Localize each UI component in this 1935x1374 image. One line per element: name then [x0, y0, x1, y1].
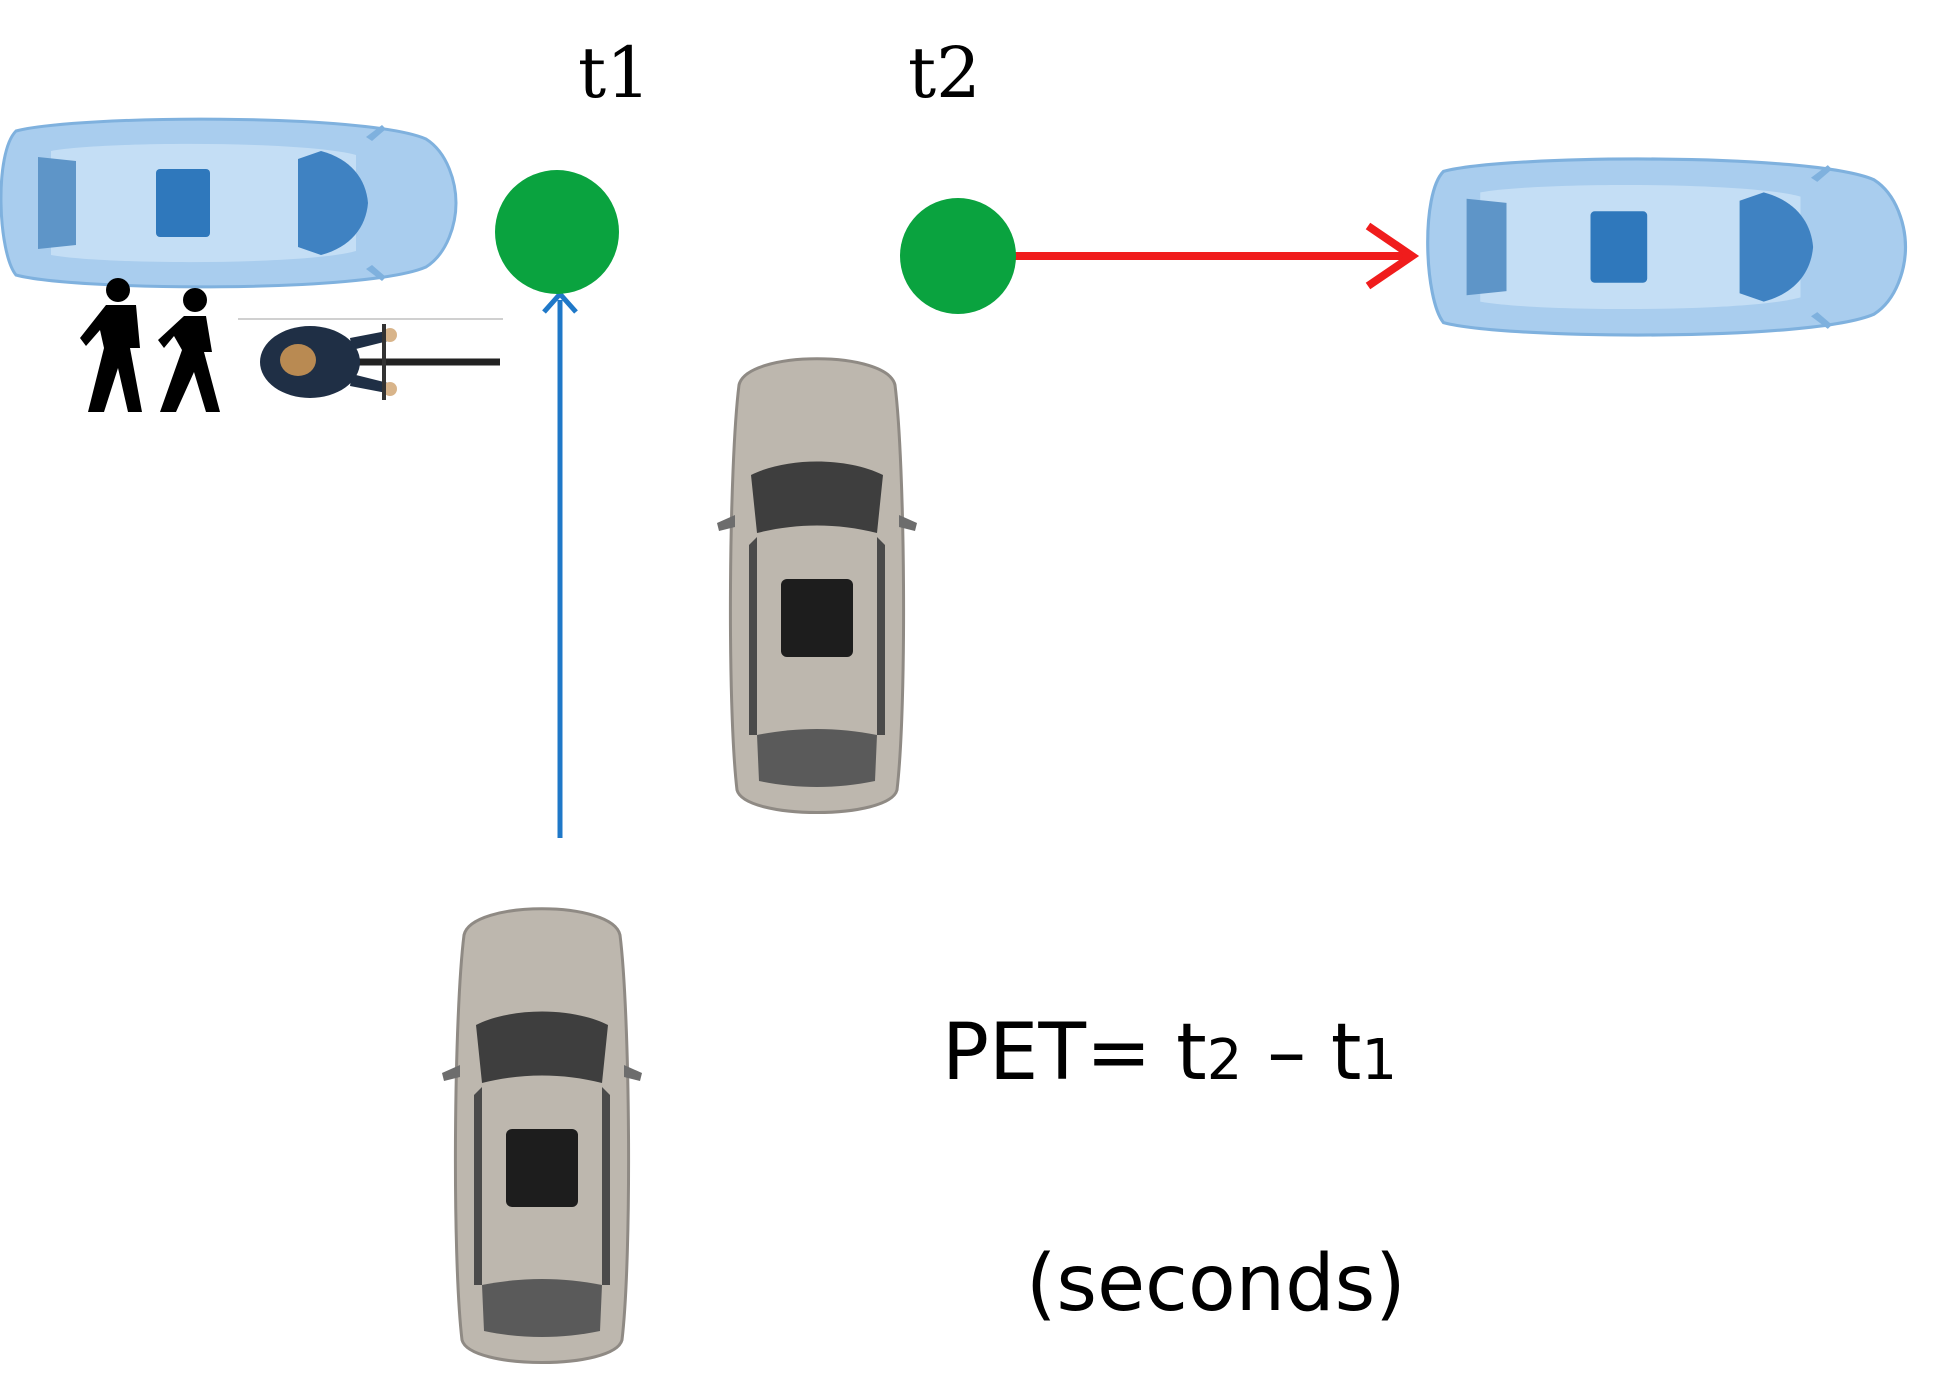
pet-formula: PET= t2 – t1 [942, 1014, 1397, 1092]
pedestrian-icon [80, 278, 220, 412]
cyclist-icon [238, 318, 503, 400]
label-t1: t1 [578, 32, 651, 114]
formula-subscript-1: 1 [1361, 1028, 1398, 1093]
label-t2: t2 [908, 32, 981, 114]
unit-label: (seconds) [1026, 1239, 1406, 1329]
conflict-point-t2 [900, 198, 1016, 314]
gray-car-icon [440, 907, 644, 1364]
second-vehicle-path-arrow [1010, 222, 1420, 290]
blue-car-icon [1426, 157, 1908, 337]
formula-subscript-2: 2 [1206, 1028, 1243, 1093]
blue-car-icon [0, 117, 458, 289]
formula-middle: – t [1242, 1008, 1362, 1098]
formula-prefix: PET= t [942, 1008, 1207, 1098]
first-vehicle-path-arrow [542, 290, 578, 838]
conflict-point-t1 [495, 170, 619, 294]
gray-car-icon [715, 357, 919, 814]
